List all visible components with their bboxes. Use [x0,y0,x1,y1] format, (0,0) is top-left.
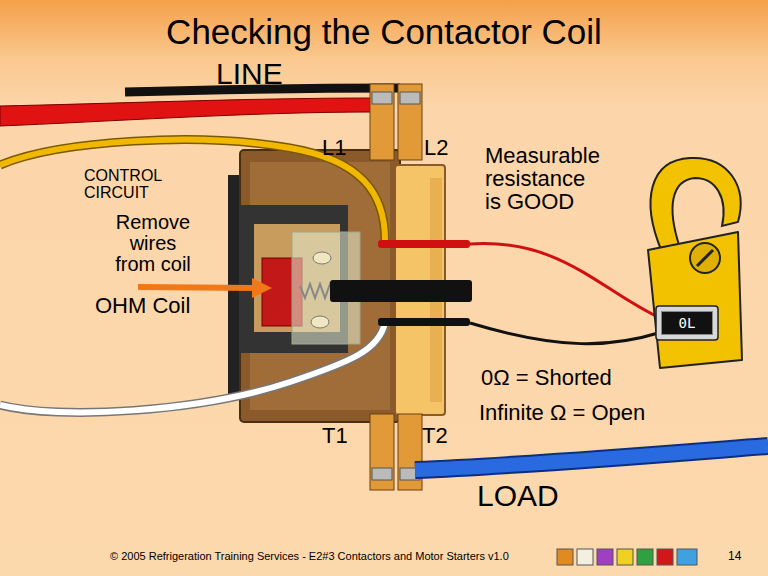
nav-button [577,549,593,565]
meter-knob [690,243,720,273]
terminal-label: T2 [422,424,462,447]
red-test-lead [470,244,660,318]
terminal-label: T1 [322,424,362,447]
black-probe [378,318,470,326]
blue-load-wire [415,446,768,470]
l1-terminal [370,84,394,160]
black-test-lead [470,323,662,344]
nav-button [677,549,697,565]
copyright-caption: © 2005 Refrigeration Training Services -… [110,551,550,563]
white-control-wire [0,322,385,412]
page-number: 14 [728,550,758,563]
terminal-label: L1 [322,136,362,159]
nav-button [657,549,673,565]
coil-terminal [311,316,329,328]
terminal-label: L2 [424,136,464,159]
red-line-wire [0,98,372,126]
meter-display: 0L [661,311,713,335]
nav-button [637,549,653,565]
control-circuit-label: CONTROL CIRCUIT [84,168,184,202]
red-probe [378,240,470,248]
display-reading: 0L [679,315,696,331]
load-label: LOAD [477,480,597,512]
pointer-arrow [138,287,256,288]
display-bezel [656,306,718,340]
l2-terminal [398,84,422,160]
slide-title: Checking the Contactor Coil [0,14,768,51]
instruction-note: OHM Coil [95,294,235,317]
white-wire-outline [0,322,385,412]
screw [372,92,392,104]
terminal-screws [370,84,422,490]
screw [372,468,392,480]
line-label: LINE [216,58,336,90]
screw [400,92,420,104]
result-note: Measurable resistance is GOOD [485,144,604,213]
arrow-head [252,278,272,298]
plunger-shaft [330,280,472,302]
load-wire-outline [415,446,768,470]
instruction-note: Remove wires from coil [110,212,196,275]
meter-body [648,232,742,368]
t1-terminal [370,414,394,490]
result-note: 0Ω = Shorted [481,366,681,389]
knob-pointer [697,250,713,266]
nav-button [557,549,573,565]
nav-button [597,549,613,565]
coil-terminal [313,252,331,264]
nav-button [617,549,633,565]
nav-buttons [557,549,697,565]
result-note: Infinite Ω = Open [479,401,719,424]
